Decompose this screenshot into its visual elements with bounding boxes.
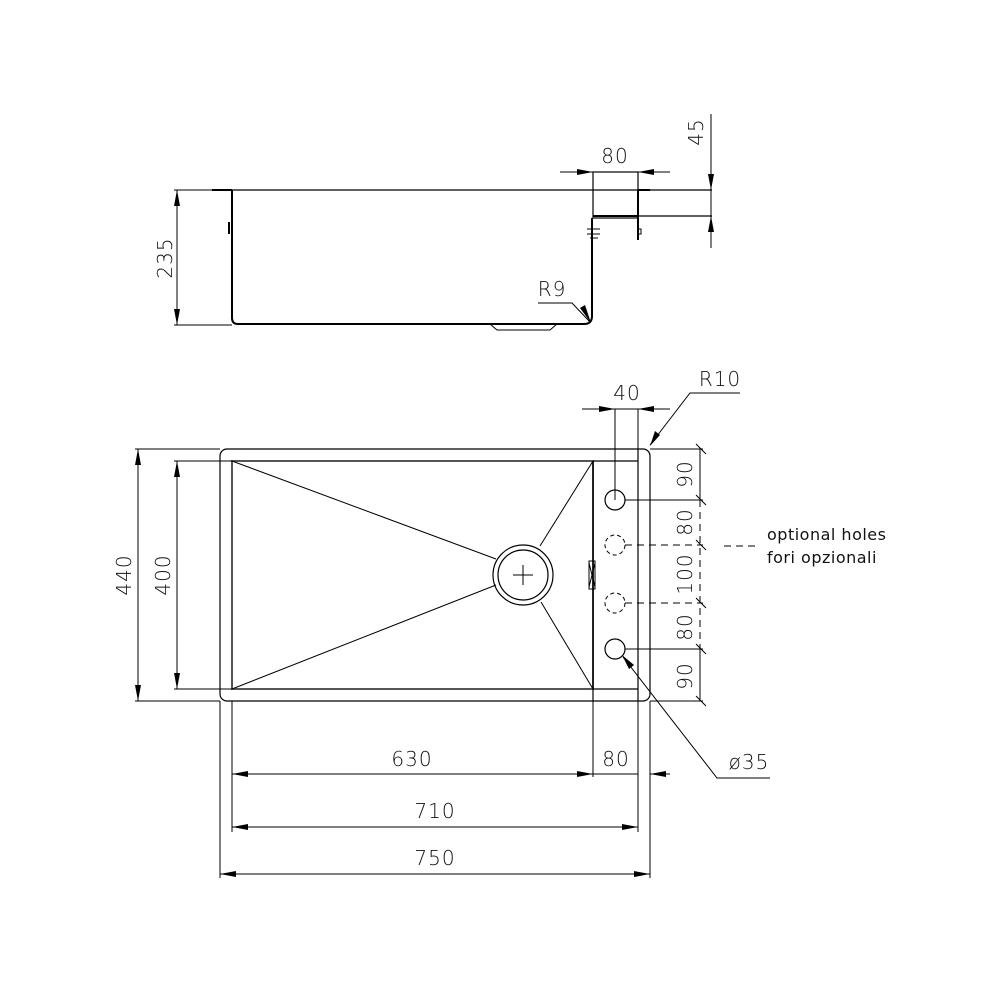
inner-width-label: 710: [414, 799, 455, 823]
top-view: 40 R10 90 80 100 80 90 optional holes fo…: [112, 367, 886, 878]
overall-height-label: 440: [112, 554, 136, 595]
side-ledge-width-label: 80: [601, 144, 628, 168]
bowl-height-label: 400: [151, 554, 175, 595]
hole-spacing-1: 90: [673, 460, 697, 487]
hole-spacing-5: 90: [673, 662, 697, 689]
hole-spacing-3: 100: [673, 553, 697, 594]
optional-holes-note-en: optional holes: [767, 525, 886, 544]
hole-spacing-4: 80: [673, 613, 697, 640]
hole-spacing-2: 80: [673, 508, 697, 535]
side-radius-label: R9: [538, 277, 567, 301]
side-height-label: 235: [153, 237, 177, 278]
optional-holes-note-it: fori opzionali: [767, 548, 877, 567]
optional-hole-2: [604, 592, 626, 614]
top-radius-label: R10: [699, 367, 741, 391]
side-ledge-thickness-label: 45: [684, 118, 708, 145]
bowl-width-label: 630: [391, 747, 432, 771]
hole-diameter-label: ø35: [729, 750, 770, 774]
side-view: 235 80 45 R9: [153, 114, 714, 331]
optional-hole-1: [604, 534, 626, 556]
overall-width-label: 750: [414, 846, 455, 870]
ledge-width-label: 80: [602, 747, 629, 771]
tap-ledge-width-label: 40: [613, 381, 640, 405]
tap-hole-bottom: [604, 638, 626, 660]
